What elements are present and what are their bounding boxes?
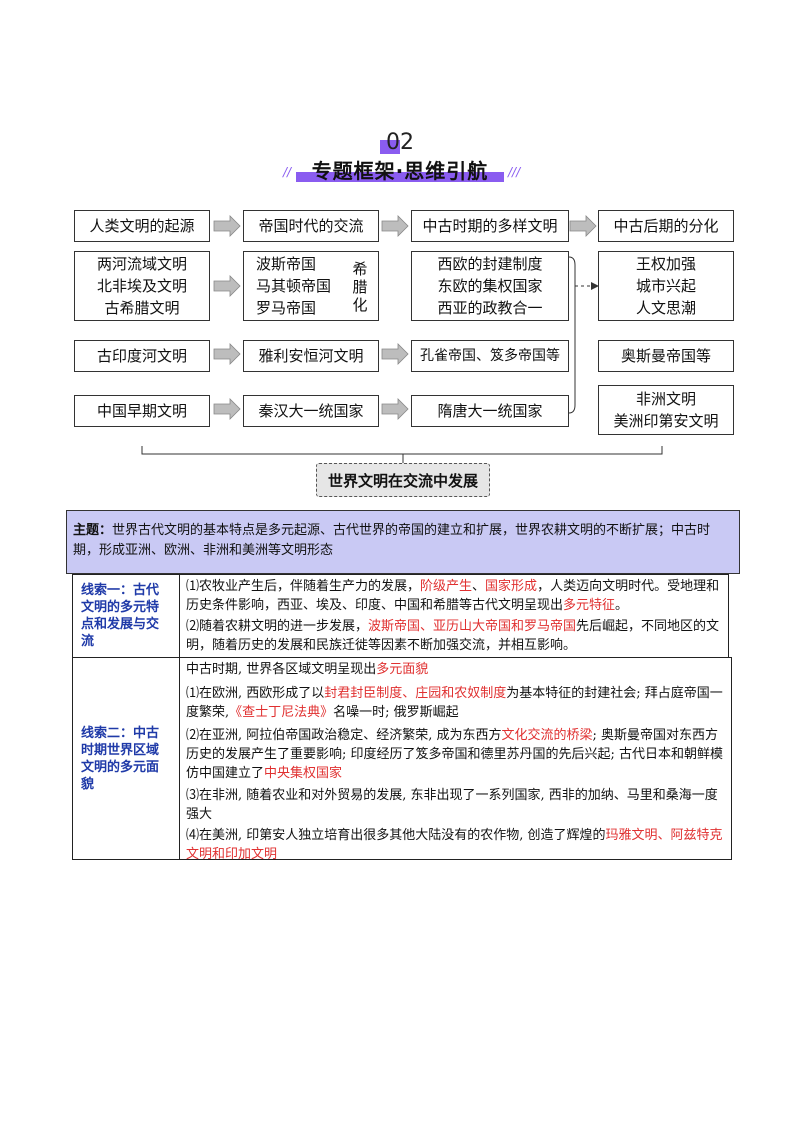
box-qin-han: 秦汉大一统国家 xyxy=(243,395,379,427)
box-ganges: 雅利安恒河文明 xyxy=(243,340,379,372)
theme-label: 主题： xyxy=(73,523,113,538)
clue2-paragraph-europe: ⑴在欧洲, 西欧形成了以封君封臣制度、庄园和农奴制度为基本特征的封建社会; 拜占… xyxy=(186,686,723,720)
box-label: 古印度河文明 xyxy=(96,347,187,365)
clue1-paragraph-2: ⑵随着农耕文明的进一步发展，波斯帝国、亚历山大帝国和罗马帝国先后崛起，不同地区的… xyxy=(186,619,720,653)
list-item: 人文思潮 xyxy=(635,299,696,317)
box-label: 秦汉大一统国家 xyxy=(258,402,364,420)
bottom-bracket xyxy=(141,446,663,455)
box-label: 孔雀帝国、笈多帝国等 xyxy=(420,348,560,364)
box-label: 中古时期的多样文明 xyxy=(422,217,558,235)
list-item: 马其顿帝国 xyxy=(256,277,332,295)
box-africa-america: 非洲文明 美洲印第安文明 xyxy=(598,385,734,435)
section-number: 02 xyxy=(386,130,414,155)
box-civilization-origin: 人类文明的起源 xyxy=(74,210,210,242)
arrow-r4-1 xyxy=(213,398,241,420)
box-maurya-gupta: 孔雀帝国、笈多帝国等 xyxy=(411,340,569,372)
arrow-r1-1 xyxy=(213,215,241,237)
list-item: 美洲印第安文明 xyxy=(613,412,719,430)
arrow-r3-2 xyxy=(381,343,409,365)
list-item: 东欧的集权国家 xyxy=(437,277,543,295)
box-medieval-diverse: 中古时期的多样文明 xyxy=(411,210,569,242)
box-label: 人类文明的起源 xyxy=(89,217,195,235)
title-decoration-right: /// xyxy=(508,165,521,179)
list-item: 罗马帝国 xyxy=(256,299,317,317)
box-indus: 古印度河文明 xyxy=(74,340,210,372)
theme-text: 世界古代文明的基本特点是多元起源、古代世界的帝国的建立和扩展，世界农耕文明的不断… xyxy=(73,523,711,558)
box-label: 雅利安恒河文明 xyxy=(258,347,364,365)
box-late-changes: 王权加强 城市兴起 人文思潮 xyxy=(598,251,734,321)
clue2-label: 线索二：中古时期世界区域文明的多元面貌 xyxy=(72,657,180,860)
col3-bracket xyxy=(568,256,576,414)
box-ottoman: 奥斯曼帝国等 xyxy=(598,340,734,372)
clue2-intro: 中古时期, 世界各区域文明呈现出多元面貌 xyxy=(186,662,429,677)
clue2-paragraph-africa: ⑶在非洲, 随着农业和对外贸易的发展, 东非出现了一系列国家, 西非的加纳、马里… xyxy=(186,788,718,822)
clue1-content: ⑴农牧业产生后，伴随着生产力的发展，阶级产生、国家形成，人类迈向文明时代。受地理… xyxy=(179,574,729,658)
list-item: 西亚的政教合一 xyxy=(437,299,543,317)
box-label: 奥斯曼帝国等 xyxy=(620,347,711,365)
box-medieval-systems: 西欧的封建制度 东欧的集权国家 西亚的政教合一 xyxy=(411,251,569,321)
clue2-paragraph-america: ⑷在美洲, 印第安人独立培育出很多其他大陆没有的农作物, 创造了辉煌的玛雅文明、… xyxy=(186,828,723,862)
hub-box: 世界文明在交流中发展 xyxy=(316,463,490,497)
section-title: 专题框架·思维引航 xyxy=(311,159,489,183)
arrow-r1-3 xyxy=(569,215,597,237)
arrow-r4-2 xyxy=(381,398,409,420)
box-early-china: 中国早期文明 xyxy=(74,395,210,427)
list-item: 非洲文明 xyxy=(635,390,696,408)
box-label: 隋唐大一统国家 xyxy=(437,402,543,420)
arrow-r3-1 xyxy=(213,343,241,365)
box-empires: 波斯帝国 马其顿帝国 罗马帝国 xyxy=(243,251,379,321)
list-item: 城市兴起 xyxy=(635,277,696,295)
clue1-label: 线索一：古代文明的多元特点和发展与交流 xyxy=(72,574,180,658)
box-late-medieval: 中古后期的分化 xyxy=(598,210,734,242)
clue1-paragraph-1: ⑴农牧业产生后，伴随着生产力的发展，阶级产生、国家形成，人类迈向文明时代。受地理… xyxy=(186,579,720,613)
list-item: 北非埃及文明 xyxy=(96,277,187,295)
arrow-r1-2 xyxy=(381,215,409,237)
box-empire-exchange: 帝国时代的交流 xyxy=(243,210,379,242)
arrow-r2-1 xyxy=(213,275,241,297)
list-item: 西欧的封建制度 xyxy=(437,255,543,273)
flow-connectors xyxy=(141,215,663,463)
theme-box: 主题：世界古代文明的基本特点是多元起源、古代世界的帝国的建立和扩展，世界农耕文明… xyxy=(66,510,740,574)
box-label: 中国早期文明 xyxy=(96,402,187,420)
title-decoration-left: // xyxy=(283,165,292,179)
list-item: 王权加强 xyxy=(635,255,696,273)
clue2-paragraph-asia: ⑵在亚洲, 阿拉伯帝国政治稳定、经济繁荣, 成为东西方文化交流的桥梁; 奥斯曼帝… xyxy=(186,728,724,781)
gray-arrows xyxy=(213,215,597,420)
clue2-content: 中古时期, 世界各区域文明呈现出多元面貌 ⑴在欧洲, 西欧形成了以封君封臣制度、… xyxy=(179,657,732,862)
box-label: 帝国时代的交流 xyxy=(258,217,364,235)
list-item: 古希腊文明 xyxy=(104,299,180,317)
box-sui-tang: 隋唐大一统国家 xyxy=(411,395,569,427)
hellenization-label: 希腊化 xyxy=(352,260,368,314)
list-item: 两河流域文明 xyxy=(96,255,187,273)
box-label: 中古后期的分化 xyxy=(613,217,719,235)
box-early-civilizations: 两河流域文明 北非埃及文明 古希腊文明 xyxy=(74,251,210,321)
list-item: 波斯帝国 xyxy=(256,255,317,273)
